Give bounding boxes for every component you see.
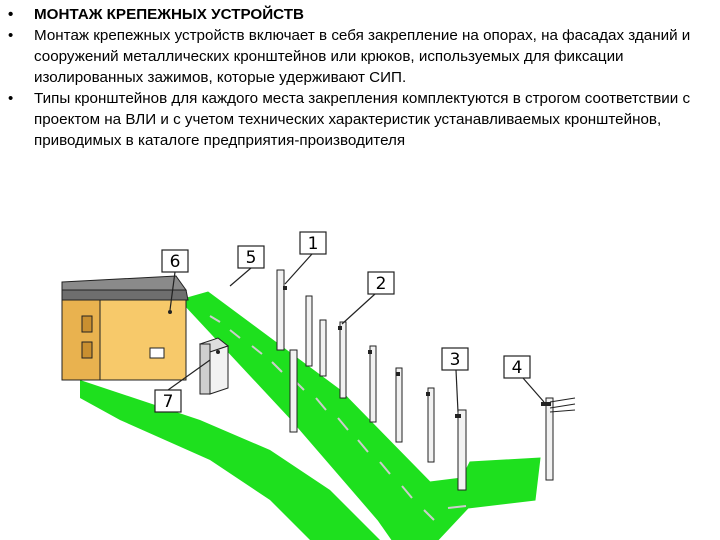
pole <box>289 349 298 433</box>
pole <box>545 397 554 481</box>
bullet-marker: • <box>8 27 14 44</box>
building-roof-top <box>61 275 187 291</box>
callout-7-label: 7 <box>163 392 174 412</box>
building-window-2 <box>81 341 93 359</box>
pole <box>395 367 403 443</box>
callouts <box>154 231 545 413</box>
pole <box>339 321 347 399</box>
building-front-wall <box>99 299 187 381</box>
bullet-item-bracket-types: • Типы кронштейнов для каждого места зак… <box>0 88 720 151</box>
callout-1-label: 1 <box>308 234 319 254</box>
pole <box>427 387 435 463</box>
callout-box <box>367 271 395 295</box>
pole <box>276 269 285 351</box>
facade-bracket <box>168 310 172 314</box>
callout-box <box>161 249 189 273</box>
building <box>61 275 189 381</box>
installation-illustration: 1 2 3 4 5 6 7 <box>0 180 720 540</box>
poles <box>276 269 554 491</box>
callout-box <box>441 347 469 371</box>
callout-6-label: 6 <box>170 252 181 272</box>
callout-2-label: 2 <box>376 274 387 294</box>
bullet-item-title: • МОНТАЖ КРЕПЕЖНЫХ УСТРОЙСТВ <box>0 4 720 25</box>
bullet-item-mounting: • Монтаж крепежных устройств включает в … <box>0 25 720 88</box>
illustration-svg: 1 2 3 4 5 6 7 <box>61 231 576 540</box>
callout-3-label: 3 <box>450 350 461 370</box>
building-sign <box>149 347 165 359</box>
bullet-title-text: МОНТАЖ КРЕПЕЖНЫХ УСТРОЙСТВ <box>34 6 304 23</box>
grass-verge-right <box>179 291 541 540</box>
callout-5-label: 5 <box>246 248 257 268</box>
pole-brackets <box>283 286 551 418</box>
pole <box>457 409 467 491</box>
bullet-bracket-types-text: Типы кронштейнов для каждого места закре… <box>34 90 691 149</box>
pole <box>319 319 327 377</box>
wires <box>549 397 576 413</box>
building-side-wall <box>61 299 101 381</box>
callout-box <box>154 389 182 413</box>
callout-box <box>299 231 327 255</box>
pole <box>369 345 377 423</box>
pole <box>305 295 313 367</box>
building-window-1 <box>81 315 93 333</box>
bullet-list: • МОНТАЖ КРЕПЕЖНЫХ УСТРОЙСТВ • Монтаж кр… <box>0 4 720 151</box>
building-roof <box>61 289 189 301</box>
grass-verge-left <box>80 380 380 540</box>
callout-box <box>503 355 531 379</box>
callout-4-label: 4 <box>512 358 523 378</box>
bullet-marker: • <box>8 6 14 23</box>
callout-box <box>237 245 265 269</box>
bullet-marker: • <box>8 90 14 107</box>
distribution-cabinet <box>198 337 230 395</box>
bullet-mounting-text: Монтаж крепежных устройств включает в се… <box>34 27 691 86</box>
